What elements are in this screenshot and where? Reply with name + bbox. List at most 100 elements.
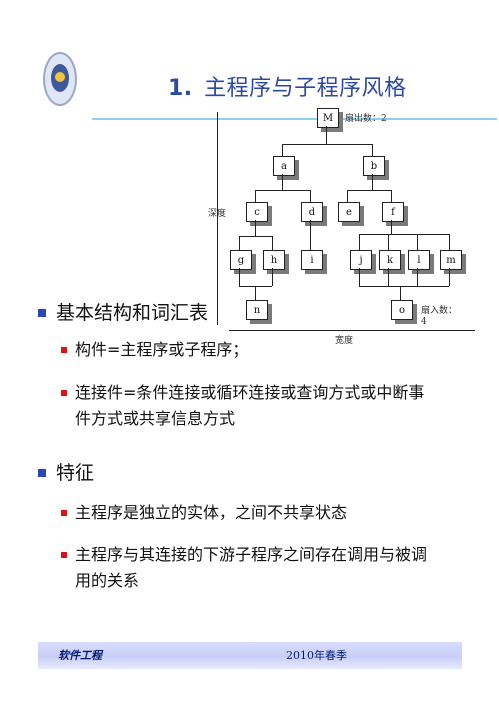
blue-bullet-icon	[38, 469, 46, 477]
edge-f-k-drop	[388, 234, 389, 250]
node-label: b	[370, 160, 378, 172]
edge-M-a-drop	[282, 144, 283, 156]
edge-g-n	[239, 268, 240, 286]
node-j: j	[350, 250, 372, 270]
edge-b-ef	[347, 190, 391, 191]
red-bullet-icon	[61, 552, 67, 558]
red-bullet-icon	[61, 347, 67, 353]
node-i: i	[301, 250, 323, 270]
depth-label: 深度	[208, 206, 226, 219]
bullet-text: 连接件=条件连接或循环连接或查询方式或中断事件方式或共享信息方式	[75, 383, 425, 428]
node-M: M	[317, 108, 339, 128]
edge-o-drop	[400, 286, 401, 300]
node-label: m	[446, 254, 456, 266]
edge-b	[372, 174, 373, 190]
fan-in-label: 扇入数：	[421, 303, 457, 316]
node-label: g	[237, 254, 245, 266]
bullet-text: 主程序与其连接的下游子程序之间存在调用与被调用的关系	[75, 545, 428, 590]
fan-in-text: 扇入数：	[421, 306, 458, 316]
edge-f	[391, 220, 392, 234]
course-name: 软件工程	[58, 649, 102, 662]
blue-bullet-icon	[38, 309, 46, 317]
edge-M-b-drop	[372, 144, 373, 156]
red-bullet-icon	[61, 390, 67, 396]
depth-axis	[217, 112, 218, 325]
edge-a-cd	[255, 190, 310, 191]
edge-c	[255, 220, 256, 236]
edge-b-f-drop	[391, 190, 392, 202]
node-e: e	[338, 202, 360, 222]
fan-in-number: 4	[421, 317, 427, 327]
bullet-text: 主程序是独立的实体，之间不共享状态	[75, 503, 348, 522]
title-text: 主程序与子程序风格	[204, 76, 407, 101]
node-label: h	[270, 254, 278, 266]
edge-m-o	[449, 268, 450, 286]
edge-c-h-drop	[272, 236, 273, 250]
node-label: e	[346, 206, 352, 218]
section-heading: 基本结构和词汇表	[56, 302, 209, 324]
edge-a-c-drop	[255, 190, 256, 202]
edge-a	[282, 174, 283, 190]
edge-M-a	[326, 126, 327, 144]
bullet-text: 构件=主程序或子程序；	[75, 340, 249, 359]
depth-text: 深度	[208, 209, 227, 219]
node-n: n	[246, 300, 268, 320]
node-b: b	[363, 156, 385, 176]
edge-j-o	[359, 268, 360, 286]
edge-h-n	[272, 268, 273, 286]
edge-l-o	[417, 268, 418, 286]
institution-logo	[43, 52, 77, 106]
bullet-item: 主程序与其连接的下游子程序之间存在调用与被调用的关系	[61, 542, 471, 594]
section-heading-structure: 基本结构和词汇表	[38, 298, 468, 326]
node-label: f	[391, 206, 395, 218]
node-d: d	[301, 202, 323, 222]
node-label: M	[322, 112, 334, 124]
edge-f-m-drop	[449, 234, 450, 250]
width-label: 宽度	[335, 333, 353, 346]
edge-jklm-o-join	[359, 286, 449, 287]
width-text: 宽度	[335, 336, 354, 346]
edge-n-drop	[255, 286, 256, 300]
edge-a-d-drop	[310, 190, 311, 202]
node-label: d	[308, 206, 316, 218]
node-label: o	[398, 304, 406, 316]
logo-sun	[55, 72, 65, 82]
node-label: k	[386, 254, 394, 266]
node-f: f	[382, 202, 404, 222]
node-label: i	[310, 254, 314, 266]
node-o: o	[391, 300, 413, 320]
call-hierarchy-diagram: M 扇出数：2 a b c d e f g	[195, 102, 495, 352]
edge-f-l-drop	[417, 234, 418, 250]
bullet-item: 连接件=条件连接或循环连接或查询方式或中断事件方式或共享信息方式	[61, 380, 471, 432]
node-a: a	[273, 156, 295, 176]
edge-f-j-drop	[359, 234, 360, 250]
node-label: n	[253, 304, 261, 316]
node-label: a	[281, 160, 287, 172]
edge-k-o	[388, 268, 389, 286]
width-axis	[229, 330, 475, 331]
node-c: c	[246, 202, 268, 222]
edge-c-g-drop	[239, 236, 240, 250]
edge-f-jklm	[359, 234, 449, 235]
red-bullet-icon	[61, 510, 67, 516]
edge-b-e-drop	[347, 190, 348, 202]
node-label: l	[417, 254, 421, 266]
edge-c-gh	[239, 236, 272, 237]
fan-out-label: 扇出数：2	[345, 111, 387, 124]
term-label: 2010年春季	[286, 649, 347, 662]
node-h: h	[263, 250, 285, 270]
node-label: c	[254, 206, 260, 218]
section-heading: 特征	[56, 462, 95, 484]
footer-bar: 软件工程 2010年春季	[38, 642, 462, 669]
section-heading-features: 特征	[38, 458, 468, 486]
fan-in-value: 4	[421, 317, 427, 327]
node-l: l	[408, 250, 430, 270]
node-m: m	[440, 250, 462, 270]
title-underline	[92, 118, 497, 120]
title-number: 1.	[168, 76, 193, 101]
node-k: k	[379, 250, 401, 270]
edge-d-i	[310, 220, 311, 250]
slide-title: 1. 主程序与子程序风格	[168, 70, 407, 102]
node-label: j	[359, 254, 363, 266]
edge-M-a-b	[282, 144, 372, 145]
